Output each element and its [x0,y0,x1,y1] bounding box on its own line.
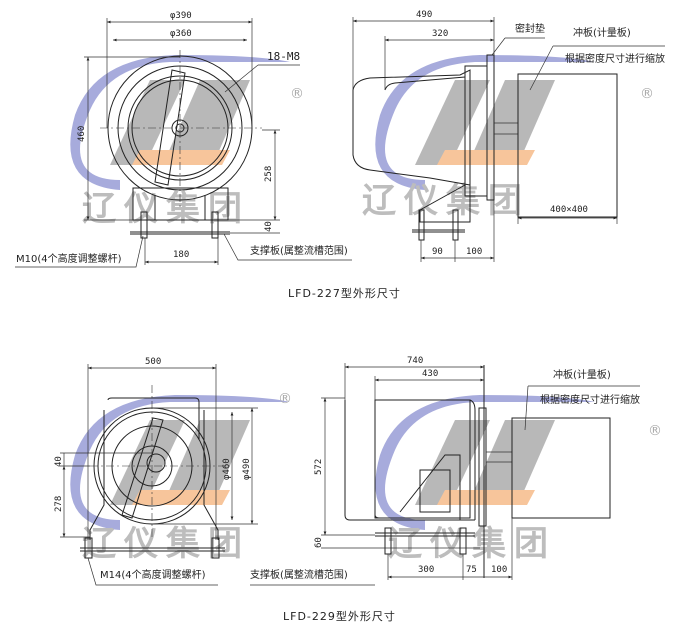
registered-mark: ® [278,391,292,407]
scale-note: 根据密度尺寸进行缩放 [540,393,640,406]
dimension-label: 500 [145,357,161,367]
dimension-label: 90 [432,247,443,257]
lfd229-front-view [80,385,230,559]
watermark-text: 辽仪集团 [388,524,556,564]
registered-mark: ® [290,86,304,102]
bolt-label: M10(4个高度调整螺杆) [16,252,122,265]
lfd227-title: LFD-227型外形尺寸 [288,286,401,300]
dimension-label: 100 [466,247,482,257]
lfd227-side-dimensions: 490 320 密封垫 冲板(计量板) 根据密度尺寸进行缩放 400×400 9… [352,10,665,262]
registered-mark: ® [648,423,662,439]
dimension-label: 18-M8 [267,50,300,63]
dimension-label: 300 [418,565,434,575]
dimension-label: 572 [314,459,324,475]
gasket-label: 密封垫 [515,22,545,35]
bolt-label: M14(4个高度调整螺杆) [100,568,206,581]
scale-note: 根据密度尺寸进行缩放 [565,52,665,65]
dimension-label: 75 [466,565,477,575]
dimension-label: 740 [407,356,423,366]
lfd227-side-view [352,54,618,241]
dimension-label: 60 [314,537,324,548]
dimension-label: 278 [54,496,64,512]
dimension-label: φ360 [170,29,192,39]
dimension-label: 258 [264,166,274,182]
dimension-label: 180 [173,250,189,260]
dimension-label: 460 [77,126,87,142]
support-plate-label: 支撑板(属整流槽范围) [250,244,348,257]
watermark-text: 辽仪集团 [82,524,250,564]
dimension-label: φ460 [222,458,232,480]
dimension-label: 490 [416,10,432,20]
lfd229-front-dimensions: 500 φ460 φ490 40 278 M14(4个高度调整螺杆) 支撑板(属… [54,357,375,586]
plate-label: 冲板(计量板) [573,26,631,39]
support-plate-label: 支撑板(属整流槽范围) [250,568,348,581]
registered-mark: ® [640,86,654,102]
lfd227-front-dimensions: φ390 φ360 18-M8 460 258 40 180 M10(4个高度调… [15,11,352,268]
dimension-label: 40 [264,221,274,232]
lfd229-side-dimensions: 740 430 572 60 300 75 100 冲板(计量板) 根据密度尺寸… [314,356,640,580]
watermark-text: 辽仪集团 [362,181,530,221]
dimension-label: 40 [54,456,64,467]
dimension-label: φ490 [242,458,252,480]
watermark-text: 辽仪集团 [82,189,250,229]
dimension-label: 400×400 [550,205,588,215]
dimension-label: φ390 [170,11,192,21]
dimension-label: 320 [432,29,448,39]
dimension-label: 100 [491,565,507,575]
dimension-label: 430 [422,369,438,379]
plate-label: 冲板(计量板) [553,368,611,381]
lfd229-title: LFD-229型外形尺寸 [283,609,396,623]
